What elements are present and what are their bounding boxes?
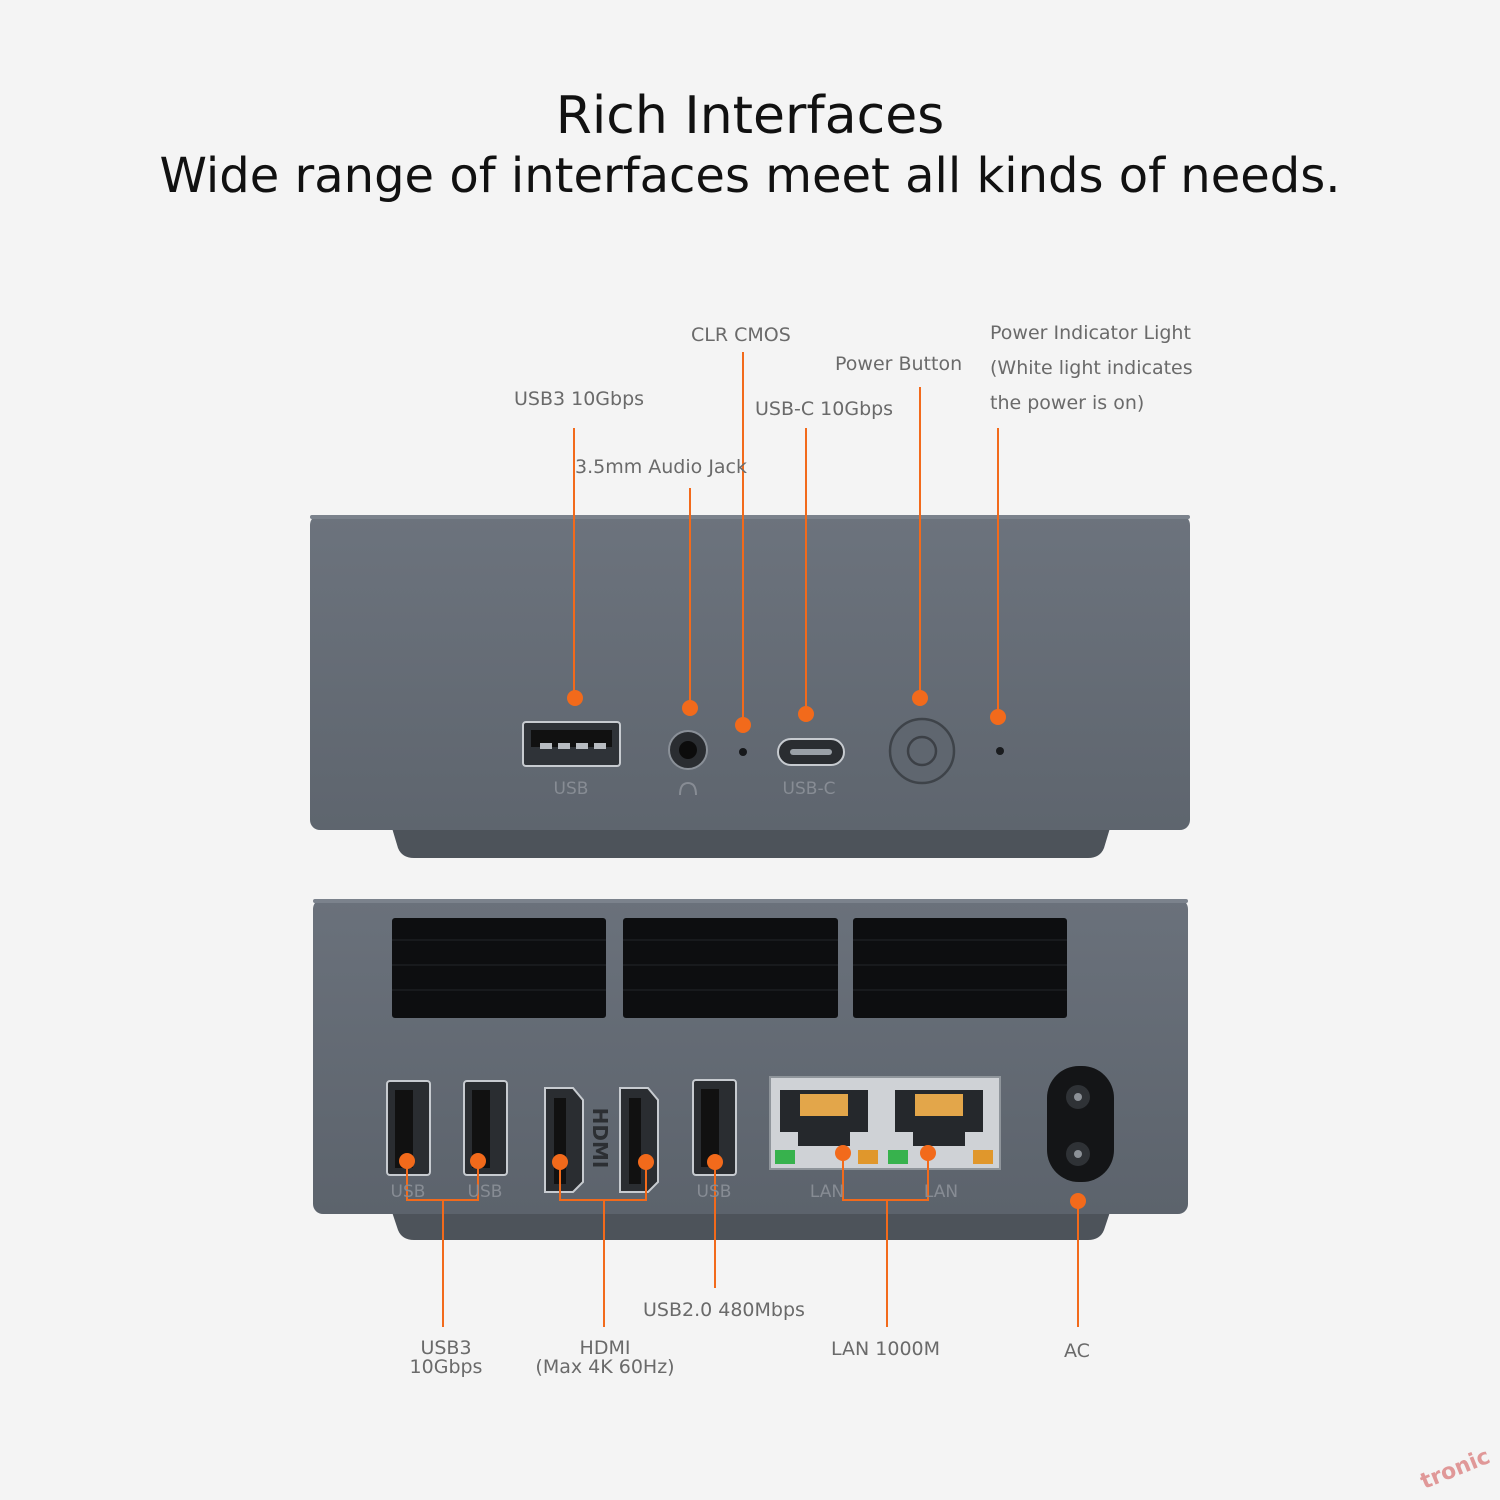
rear-hdmi-port-2: [619, 1087, 659, 1193]
rear-usb-port-2: [463, 1080, 508, 1176]
front-audio-jack: [668, 730, 708, 796]
rear-usb-port-3: [692, 1079, 737, 1176]
front-power-led: [996, 747, 1004, 755]
callout-dot: [990, 709, 1006, 725]
callout-rear-usb3-line-1: USB3: [420, 1337, 472, 1359]
callout-rear-hdmi-line-1: HDMI: [579, 1337, 631, 1359]
callout-front-power-light-line-3: the power is on): [990, 392, 1145, 414]
callout-dot: [567, 690, 583, 706]
callout-dot: [912, 690, 928, 706]
callout-front-power-light-line-2: (White light indicates: [990, 357, 1193, 379]
callout-dot: [835, 1145, 851, 1161]
callout-rear-hdmi: HDMI (Max 4K 60Hz): [535, 1339, 674, 1377]
callout-dot: [638, 1154, 654, 1170]
callout-rear-ac: AC: [1064, 1340, 1090, 1362]
rear-lan-silkscreen-2: LAN: [923, 1182, 959, 1202]
rear-usb-port-1: [386, 1080, 431, 1176]
rear-ac-inlet: [1047, 1066, 1114, 1182]
callout-dot: [399, 1153, 415, 1169]
rear-usb-silkscreen-3: USB: [696, 1182, 732, 1202]
front-unit: [310, 515, 1190, 858]
callout-dot: [735, 717, 751, 733]
callout-dot: [1070, 1193, 1086, 1209]
callout-dot: [552, 1154, 568, 1170]
rear-lan-port-1: [780, 1090, 868, 1146]
callout-rear-usb3-line-2: 10Gbps: [409, 1356, 483, 1378]
callout-rear-lan: LAN 1000M: [831, 1338, 941, 1360]
callout-front-clr-cmos: CLR CMOS: [691, 324, 791, 346]
callout-front-power-button: Power Button: [835, 353, 963, 375]
front-usb-port: [522, 721, 621, 767]
rear-vent-3: [853, 918, 1067, 1018]
rear-lan-silkscreen-1: LAN: [809, 1182, 845, 1202]
rear-unit: [313, 899, 1188, 1240]
rear-lan-block: [769, 1076, 1001, 1170]
front-clr-cmos-hole: [739, 748, 747, 756]
callout-front-power-light: Power Indicator Light (White light indic…: [990, 316, 1193, 421]
rear-vent-1: [392, 918, 606, 1018]
callout-rear-usb2: USB2.0 480Mbps: [643, 1299, 805, 1321]
front-usbc-port: [777, 738, 845, 766]
page-subtitle: Wide range of interfaces meet all kinds …: [159, 148, 1341, 204]
rear-hdmi-port-1: [544, 1087, 584, 1193]
callout-lines: [406, 352, 1079, 1327]
rear-usb-silkscreen-1: USB: [390, 1182, 426, 1202]
callout-front-usb3: USB3 10Gbps: [514, 388, 645, 410]
callout-front-usbc: USB-C 10Gbps: [755, 398, 894, 420]
rear-hdmi-silkscreen: HDMI: [588, 1108, 612, 1169]
callout-rear-usb3: USB3 10Gbps: [410, 1339, 483, 1377]
callout-front-power-light-line-1: Power Indicator Light: [990, 322, 1191, 344]
callout-dot: [707, 1154, 723, 1170]
front-usbc-silkscreen: USB-C: [782, 779, 836, 799]
rear-unit-foot: [392, 1212, 1110, 1240]
callout-dot: [470, 1153, 486, 1169]
callout-rear-hdmi-line-2: (Max 4K 60Hz): [535, 1356, 675, 1378]
rear-vent-2: [623, 918, 838, 1018]
callout-dots: [399, 690, 1086, 1209]
rear-usb-silkscreen-2: USB: [467, 1182, 503, 1202]
callout-dot: [798, 706, 814, 722]
front-unit-body: [310, 515, 1190, 830]
front-power-button: [888, 717, 956, 785]
callout-front-audio: 3.5mm Audio Jack: [575, 456, 748, 478]
rear-lan-port-2: [895, 1090, 983, 1146]
front-unit-foot: [392, 828, 1110, 858]
front-usb-silkscreen: USB: [553, 779, 589, 799]
page-title: Rich Interfaces: [555, 86, 945, 146]
callout-dot: [682, 700, 698, 716]
callout-dot: [920, 1145, 936, 1161]
